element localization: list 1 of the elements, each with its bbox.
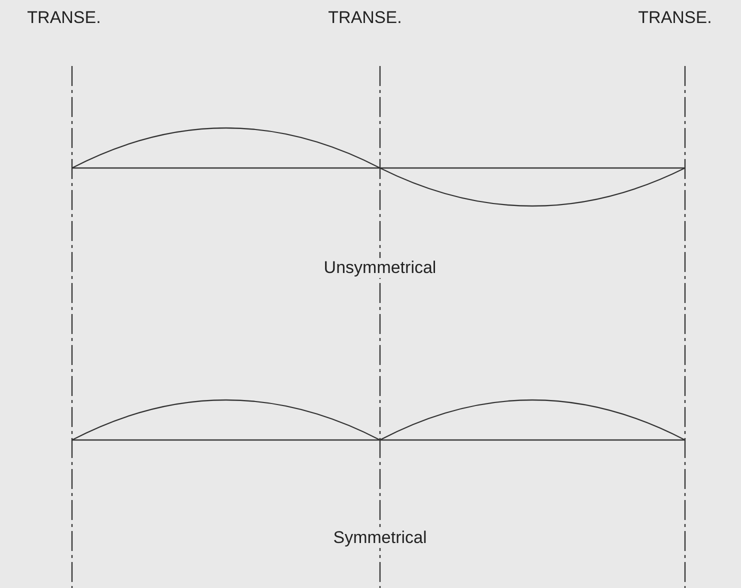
diagram-caption: Symmetrical <box>331 528 429 548</box>
